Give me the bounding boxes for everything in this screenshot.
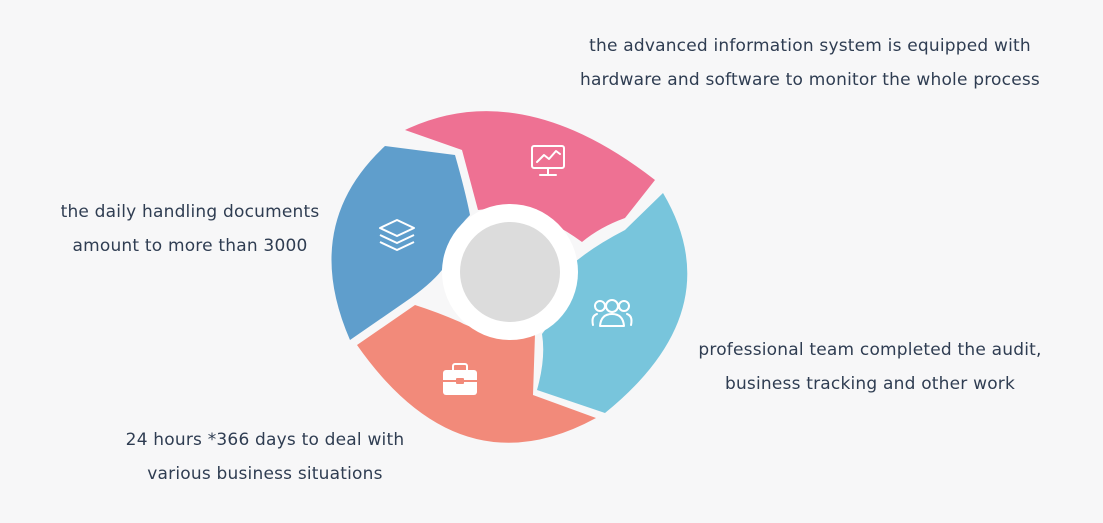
team-icon [591,299,633,327]
caption-top-line-1: the advanced information system is equip… [589,36,1031,56]
caption-top-line-2: hardware and software to monitor the who… [580,70,1040,90]
caption-right-line-1: professional team completed the audit, [698,340,1042,360]
caption-bottom-line-1: 24 hours *366 days to deal with [125,430,405,450]
segment-right [537,193,688,413]
briefcase-icon [443,363,477,395]
hub-disc [460,222,560,322]
caption-top: the advanced information system is equip… [560,29,1060,97]
caption-left-line-1: the daily handling documents [60,202,320,222]
layers-icon [379,219,415,251]
segment-top [405,111,655,242]
monitor-chart-icon [531,145,565,176]
caption-right-line-2: business tracking and other work [724,374,1016,394]
caption-bottom: 24 hours *366 days to deal with various … [100,423,430,491]
caption-bottom-line-2: various business situations [147,464,383,484]
caption-left-line-2: amount to more than 3000 [72,236,308,256]
segment-left [331,146,470,340]
caption-left: the daily handling documents amount to m… [30,195,350,263]
caption-right: professional team completed the audit, b… [670,333,1070,401]
